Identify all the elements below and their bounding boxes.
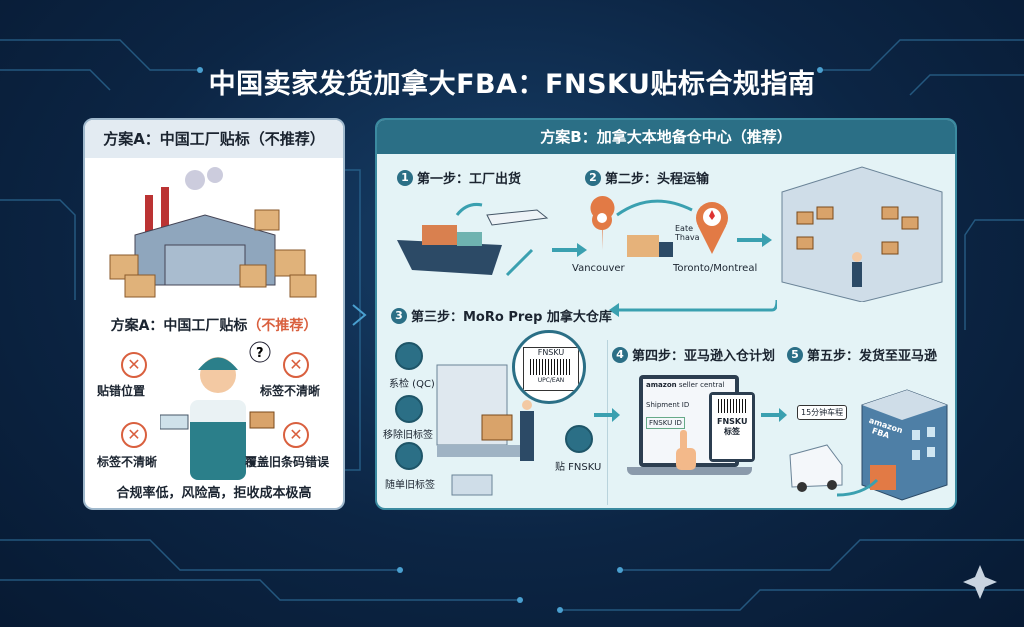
issue-label: 标签不清晰 (97, 455, 158, 469)
step-label: 第三步：MoRo Prep 加拿大仓库 (411, 310, 612, 325)
divider (607, 340, 608, 505)
shipment-id-label: Shipment ID (646, 401, 690, 409)
plan-a-panel: 方案A：中国工厂贴标（不推荐） 方案A：中国工厂贴标（不推荐） ? ✕ 贴错位置… (83, 118, 345, 510)
plan-a-subtitle-main: 方案A：中国工厂贴标 (110, 318, 248, 334)
city-origin: Vancouver (572, 263, 625, 274)
step-number: 3 (391, 307, 407, 324)
step-number: 4 (612, 346, 628, 363)
laptop-base (627, 467, 752, 475)
app-name: seller central (678, 381, 725, 389)
label-top-text: FNSKU (537, 348, 565, 357)
step-number: 2 (585, 169, 601, 186)
issue-label: 覆盖旧条码错误 (245, 455, 330, 469)
fnsku-box-icon (565, 425, 593, 453)
label-icon (395, 442, 423, 470)
page-title: 中国卖家发货加拿大FBA：FNSKU贴标合规指南 (208, 69, 816, 100)
issue-label: 标签不清晰 (260, 384, 321, 398)
label-bottom-text: UPC/EAN (537, 377, 565, 384)
tablet-label: FNSKU 标签 (717, 417, 748, 436)
delivery-fba-illustration (789, 389, 948, 501)
step-3: 3 第三步：MoRo Prep 加拿大仓库 (391, 306, 612, 325)
not-recommended-tag: （不推荐） (247, 318, 318, 334)
plan-b-panel: 方案B：加拿大本地备仓中心（推荐） 1 第一步：工厂出货 2 第二步：头程运输 Va… (375, 118, 957, 510)
step-label: 第五步：发货至亚马逊 (807, 349, 938, 364)
svg-text:?: ? (256, 346, 264, 361)
delivery-bubble: 15分钟车程 (797, 405, 848, 420)
fnsku-label: FNSKU UPC/EAN (523, 347, 579, 391)
step-number: 5 (787, 346, 803, 363)
return-arrow (609, 300, 777, 317)
step-label: 第四步：亚马逊入仓计划 (632, 349, 776, 364)
plan-a-subtitle: 方案A：中国工厂贴标（不推荐） (85, 315, 343, 335)
factory-illustration (109, 167, 317, 298)
shipping-illustration (397, 196, 772, 277)
barcode-icon (718, 399, 746, 413)
arrow-right-icon (761, 408, 787, 422)
plan-a-summary: 合规率低，风险高，拒收成本极高 (116, 486, 312, 501)
chevron-right-icon (352, 304, 367, 326)
issue-label: 贴错位置 (97, 384, 146, 398)
prep-task: 贴 FNSKU (555, 462, 602, 473)
tablet-fnsku: FNSKU 标签 (709, 392, 755, 462)
arrow-right-icon (594, 408, 620, 422)
label-zoom-bubble: FNSKU UPC/EAN (512, 330, 586, 404)
prep-task: 随单旧标签 (385, 480, 435, 491)
prep-task: 移除旧标签 (383, 430, 433, 441)
pointing-hand-icon (676, 430, 696, 470)
pin-note: Eate Thava (675, 224, 700, 242)
step-number: 1 (397, 169, 413, 186)
error-x-icon: ✕ (121, 422, 147, 448)
amazon-logo: amazon (646, 381, 677, 389)
worried-worker-illustration: ? (160, 341, 275, 480)
prep-workstation-illustration (436, 364, 534, 496)
plan-b-header: 方案B：加拿大本地备仓中心（推荐） (377, 120, 955, 154)
step-5: 5 第五步：发货至亚马逊 (787, 345, 937, 364)
plan-a-header: 方案A：中国工厂贴标（不推荐） (85, 120, 343, 158)
error-x-icon: ✕ (283, 352, 309, 378)
error-x-icon: ✕ (283, 422, 309, 448)
sparkle-icon (963, 565, 997, 599)
remove-label-icon (395, 395, 423, 423)
step-4: 4 第四步：亚马逊入仓计划 (612, 345, 775, 364)
warehouse-illustration (781, 166, 943, 302)
step-label: 第二步：头程运输 (605, 172, 710, 187)
fnsku-id-field[interactable]: FNSKU ID (646, 417, 685, 429)
error-x-icon: ✕ (121, 352, 147, 378)
step-label: 第一步：工厂出货 (417, 172, 522, 187)
barcode-icon (530, 359, 572, 375)
city-destination: Toronto/Montreal (673, 263, 758, 274)
checklist-icon (395, 342, 423, 370)
step-1: 1 第一步：工厂出货 (397, 168, 521, 187)
step-2: 2 第二步：头程运输 (585, 168, 709, 187)
tablet-screen: FNSKU 标签 (712, 395, 752, 459)
prep-task: 系检 (QC) (389, 379, 435, 390)
